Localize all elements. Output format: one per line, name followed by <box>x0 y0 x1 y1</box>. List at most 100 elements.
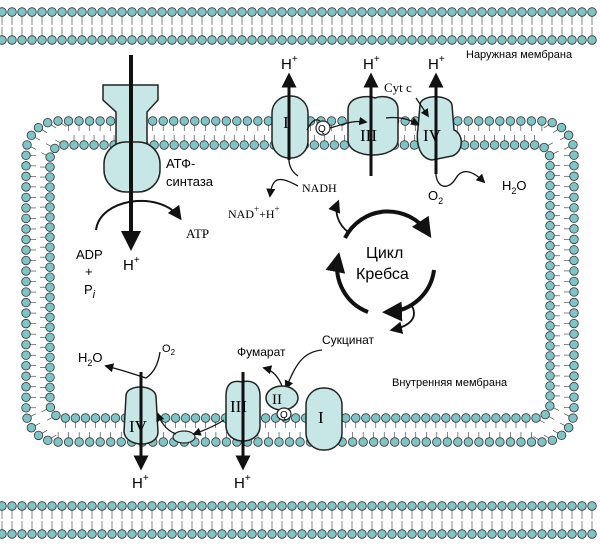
krebs-cycle <box>325 199 436 334</box>
lipid-head <box>179 140 189 150</box>
lipid-head <box>257 501 267 511</box>
adp-plus-label: + <box>85 264 93 279</box>
lipid-head <box>545 201 555 211</box>
lipid-head <box>27 529 37 539</box>
complex-IV-bottom-label: IV <box>129 417 148 436</box>
lipid-head <box>45 342 55 352</box>
lipid-head <box>569 203 579 213</box>
oxygen-2: 2 <box>438 196 443 206</box>
lipid-head <box>327 35 337 45</box>
lipid-head <box>537 7 547 17</box>
lipid-head <box>187 35 197 45</box>
lipid-head <box>187 529 197 539</box>
lipid-head <box>569 318 579 329</box>
lipid-head <box>417 35 427 45</box>
lipid-head <box>495 116 505 126</box>
lipid-head <box>461 413 471 423</box>
lipid-head <box>545 331 555 341</box>
lipid-head <box>545 311 555 321</box>
lipid-head <box>371 413 381 423</box>
lipid-head <box>47 529 57 539</box>
lipid-head <box>545 351 555 361</box>
lipid-head <box>45 212 55 222</box>
lipid-head <box>358 437 368 447</box>
lipid-head <box>337 35 347 45</box>
lipid-head <box>84 437 95 447</box>
lipid-head <box>221 437 232 447</box>
lipid-head <box>227 7 237 17</box>
lipid-head <box>217 35 227 45</box>
lipid-head <box>189 140 199 150</box>
lipid-head <box>95 437 105 447</box>
lipid-head <box>87 35 97 45</box>
lipid-head <box>207 7 217 17</box>
lipid-head <box>407 501 417 511</box>
lipid-head <box>474 116 484 126</box>
water-o: O <box>92 350 102 365</box>
lipid-head <box>487 529 497 539</box>
lipid-head <box>337 501 347 511</box>
lipid-head <box>569 266 579 276</box>
lipid-head <box>53 437 63 447</box>
lipid-head <box>587 35 597 45</box>
lipid-head <box>21 171 31 182</box>
lipid-head <box>437 35 447 45</box>
lipid-head <box>27 7 37 17</box>
lipid-head <box>257 35 267 45</box>
quinone-bottom-label: Q <box>280 410 288 421</box>
lipid-head <box>21 245 31 255</box>
succinate-label: Сукцинат <box>322 333 375 347</box>
lipid-head <box>227 501 237 511</box>
lipid-head <box>479 140 490 150</box>
lipid-head <box>117 7 127 17</box>
lipid-head <box>547 117 557 128</box>
lipid-head <box>0 35 7 45</box>
complex-I-bottom-label: I <box>318 408 324 427</box>
lipid-head <box>569 224 579 234</box>
lipid-head <box>569 402 579 413</box>
lipid-head <box>249 140 259 150</box>
lipid-head <box>221 116 232 126</box>
complex-II-bottom <box>265 385 299 421</box>
lipid-head <box>197 35 207 45</box>
lipid-head <box>107 35 117 45</box>
lipid-head <box>539 142 549 153</box>
lipid-head <box>45 152 55 162</box>
lipid-head <box>45 282 55 292</box>
lipid-head <box>347 437 358 447</box>
lipid-head <box>499 140 510 150</box>
lipid-head <box>97 501 107 511</box>
lipid-head <box>411 413 421 423</box>
cyt-c-label: Cyt c <box>384 80 412 95</box>
lipid-head <box>545 341 555 351</box>
lipid-head <box>284 437 295 447</box>
lipid-head <box>7 35 17 45</box>
lipid-head <box>547 35 557 45</box>
lipid-head <box>210 413 221 423</box>
lipid-head <box>337 529 347 539</box>
lipid-head <box>563 422 574 433</box>
lipid-head <box>45 402 56 413</box>
lipid-head <box>545 291 555 301</box>
lipid-head <box>507 501 517 511</box>
atp-label: ATP <box>186 226 209 241</box>
phosphate-p: P <box>84 282 93 297</box>
proton-sup: + <box>292 54 298 65</box>
lipid-head <box>569 276 579 287</box>
lipid-head <box>267 35 277 45</box>
lipid-head <box>105 116 116 126</box>
lipid-head <box>497 501 507 511</box>
complex-II-bottom-label: II <box>272 392 282 408</box>
proton-sup: + <box>143 473 149 484</box>
lipid-head <box>487 35 497 45</box>
lipid-head <box>237 35 247 45</box>
lipid-head <box>199 140 209 150</box>
lipid-head <box>545 241 555 251</box>
lipid-head <box>568 413 578 423</box>
lipid-head <box>207 529 217 539</box>
lipid-head <box>397 529 407 539</box>
lipid-head <box>387 529 397 539</box>
lipid-head <box>569 192 579 202</box>
lipid-head <box>567 35 577 45</box>
